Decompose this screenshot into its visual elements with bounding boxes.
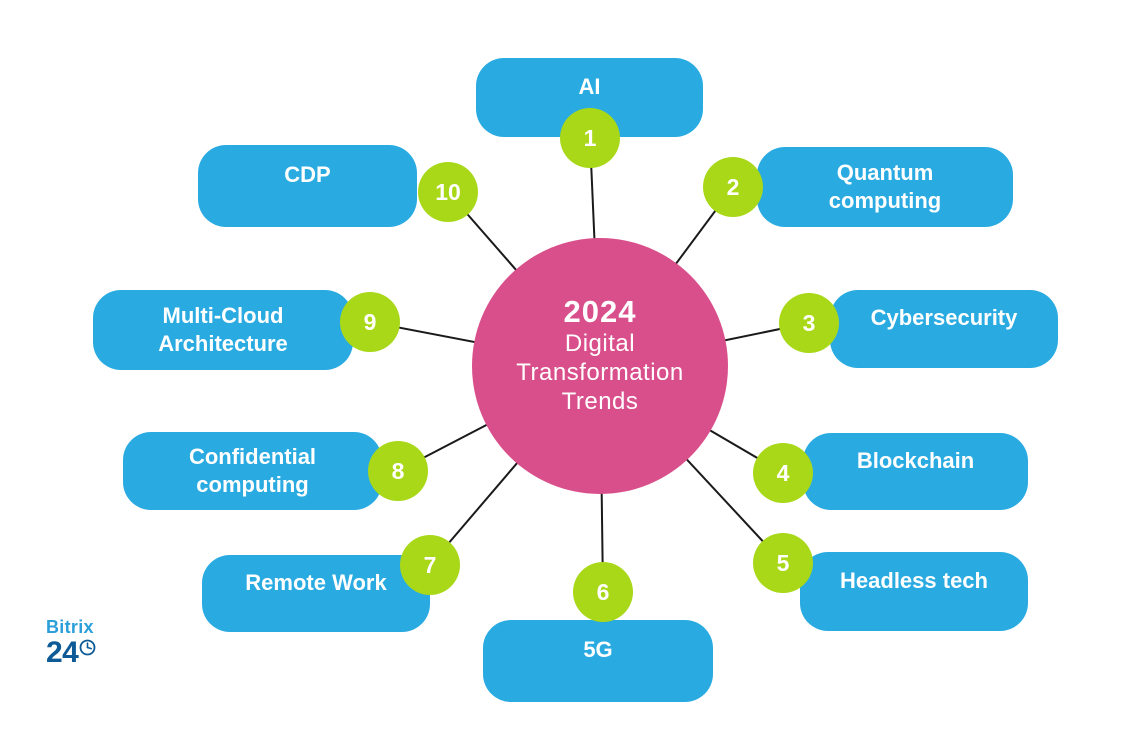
center-year: 2024 [563,293,637,329]
number-circle-9: 9 [340,292,400,352]
number-1-label: 1 [583,124,597,151]
number-circle-6: 6 [573,562,633,622]
number-circle-7: 7 [400,535,460,595]
number-9-label: 9 [363,308,377,335]
clock-icon [79,639,96,656]
center-subtitle-line-3: Trends [561,387,639,415]
bubble-quantum-computing-label: Quantum computing [828,160,942,213]
bubble-5g-label: 5G [583,637,613,662]
bubble-blockchain: Blockchain [803,433,1028,510]
center-topic-circle: 2024 Digital Transformation Trends [472,238,728,494]
number-circle-4: 4 [753,443,813,503]
bubble-cybersecurity-label: Cybersecurity [870,305,1018,330]
bubble-remote-work-label: Remote Work [245,569,387,595]
number-circle-5: 5 [753,533,813,593]
bubble-multi-cloud-architecture: Multi-Cloud Architecture [93,290,353,370]
number-3-label: 3 [802,309,816,336]
number-6-label: 6 [596,578,610,605]
number-10-label: 10 [435,178,461,205]
bubble-quantum-computing: Quantum computing [757,147,1013,227]
bubble-multi-cloud-architecture-label: Multi-Cloud Architecture [158,303,288,356]
number-circle-1: 1 [560,108,620,168]
number-2-label: 2 [726,173,740,200]
bubble-5g: 5G [483,620,713,702]
bubble-cdp-label: CDP [284,162,331,187]
bubble-confidential-computing: Confidential computing [123,432,382,510]
center-subtitle-line-1: Digital [564,329,636,357]
bitrix24-logo-brand: Bitrix [46,617,94,637]
center-subtitle-line-2: Transformation [516,358,684,386]
number-7-label: 7 [423,551,437,578]
bubble-cybersecurity: Cybersecurity [830,290,1058,368]
bubble-confidential-computing-label: Confidential computing [188,444,317,497]
number-circle-8: 8 [368,441,428,501]
bubble-blockchain-label: Blockchain [856,447,975,473]
bubble-ai-label: AI [578,73,601,99]
bubble-cdp: CDP [198,145,417,227]
number-4-label: 4 [776,459,790,486]
bubble-headless-tech-label: Headless tech [840,567,988,593]
bubble-headless-tech: Headless tech [800,552,1028,631]
number-8-label: 8 [391,457,405,484]
number-circle-10: 10 [418,162,478,222]
number-circle-3: 3 [779,293,839,353]
bitrix24-logo: Bitrix 24 [46,618,96,668]
number-circle-2: 2 [703,157,763,217]
bubble-remote-work: Remote Work [202,555,430,632]
bitrix24-logo-number: 24 [46,636,79,669]
number-5-label: 5 [776,549,790,576]
